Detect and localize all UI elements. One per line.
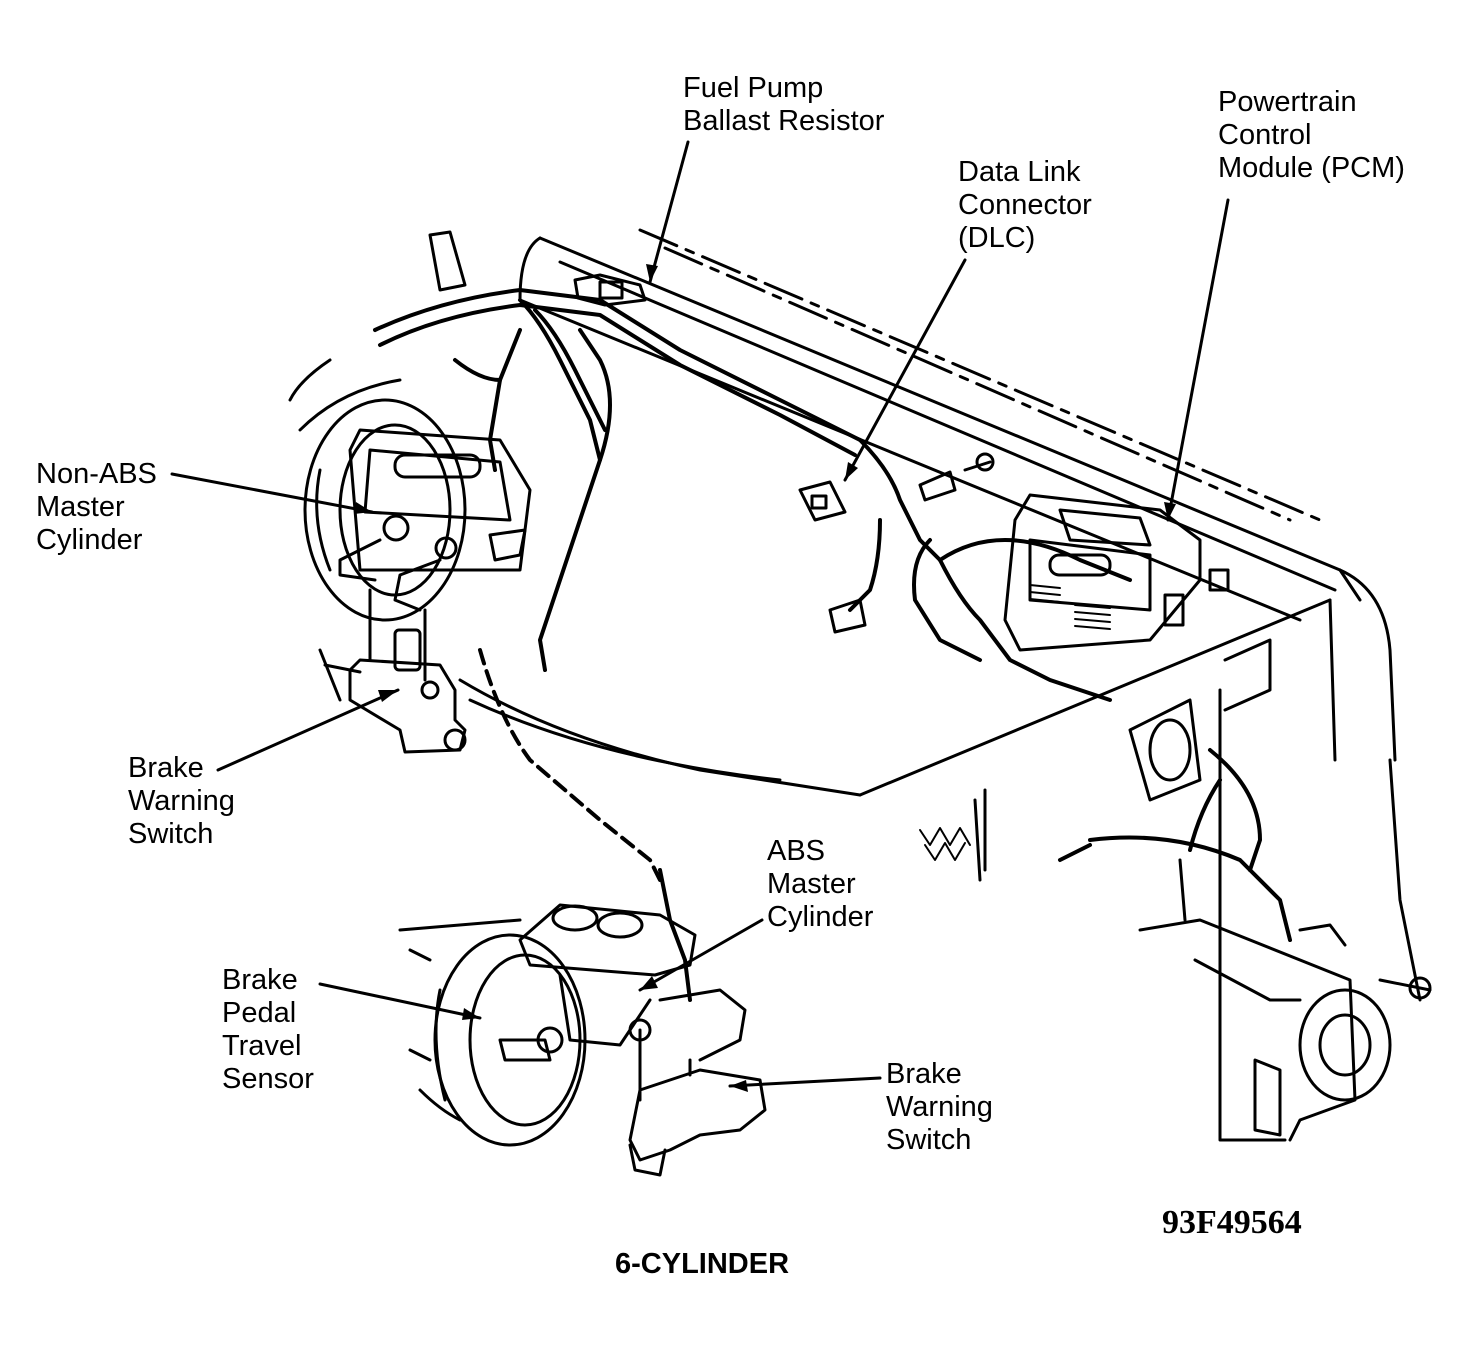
leader-upper-brake-warning-switch — [216, 688, 400, 772]
leader-arrowheads — [354, 264, 1176, 1092]
label-data-link-connector: Data Link Connector (DLC) — [958, 156, 1092, 254]
upper-brake-warning-switch — [348, 628, 467, 754]
leader-lines — [170, 140, 1230, 1088]
diagram-caption: 6-CYLINDER — [615, 1248, 790, 1280]
label-fuel-pump-ballast-resistor: Fuel Pump Ballast Resistor — [683, 72, 885, 137]
fuel-pump-ballast-resistor — [428, 230, 647, 307]
leader-lower-brake-warning-switch — [728, 1076, 882, 1088]
label-lower-brake-warning-switch: Brake Warning Switch — [886, 1058, 993, 1156]
wiring-harness — [373, 288, 1292, 1002]
firewall-outline — [518, 228, 1422, 1142]
label-upper-brake-warning-switch: Brake Warning Switch — [128, 752, 235, 850]
label-brake-pedal-travel-sensor: Brake Pedal Travel Sensor — [222, 964, 314, 1095]
label-powertrain-control-module: Powertrain Control Module (PCM) — [1218, 86, 1405, 184]
label-non-abs-master-cylinder: Non-ABS Master Cylinder — [36, 458, 157, 556]
leader-data-link-connector — [843, 258, 967, 482]
leader-abs-master-cylinder — [638, 918, 764, 992]
leader-non-abs-master-cylinder — [170, 472, 374, 514]
grille-hatching — [919, 827, 971, 861]
powertrain-control-module — [1003, 493, 1230, 652]
abs-master-cylinder — [498, 903, 697, 1062]
leader-brake-pedal-travel-sensor — [318, 982, 482, 1020]
data-link-connector — [798, 452, 995, 634]
lower-brake-warning-switch — [628, 988, 767, 1177]
leader-powertrain-control-module — [1166, 198, 1230, 522]
figure-id: 93F49564 — [1162, 1204, 1302, 1241]
non-abs-master-cylinder — [338, 428, 532, 682]
label-abs-master-cylinder: ABS Master Cylinder — [767, 835, 874, 933]
leader-fuel-pump-ballast-resistor — [648, 140, 690, 284]
blower-motor-assembly — [1128, 698, 1432, 1142]
